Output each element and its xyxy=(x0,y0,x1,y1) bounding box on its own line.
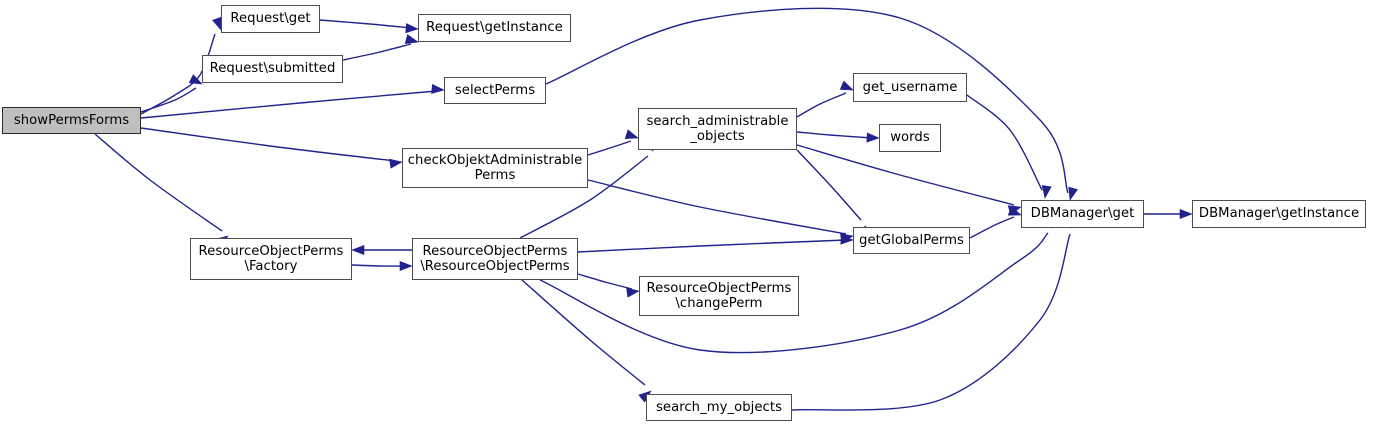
edge-resourceObjectPermsFactory-to-resourceObjectPermsResourceObjectPerms xyxy=(351,264,406,267)
node-label: showPermsForms xyxy=(13,112,130,128)
edge-getGlobalPerms-to-dbManagerGet xyxy=(969,216,1015,239)
arrowhead-resourceObjectPermsFactory-to-resourceObjectPermsResourceObjectPerms xyxy=(399,260,413,272)
arrowhead-searchAdministrableObjects-to-getUsername xyxy=(839,80,854,91)
edge-requestSubmitted-to-requestGetInstance xyxy=(342,43,412,61)
node-words[interactable]: words xyxy=(879,124,941,152)
node-resourceObjectPermsChangePerm[interactable]: ResourceObjectPerms \changePerm xyxy=(639,276,799,316)
node-label: words xyxy=(890,130,930,146)
arrowhead-showPermsForms-to-selectPerms xyxy=(431,83,445,94)
edge-resourceObjectPermsResourceObjectPerms-to-dbManagerGet xyxy=(539,232,1049,354)
edge-searchAdministrableObjects-to-getUsername xyxy=(796,92,847,118)
arrowhead-showPermsForms-to-requestSubmitted xyxy=(188,74,203,85)
edge-checkObjektAdministrablePerms-to-getGlobalPerms xyxy=(587,179,847,235)
edge-resourceObjectPermsResourceObjectPerms-to-resourceObjectPermsChangePerm xyxy=(577,273,633,290)
node-requestGet[interactable]: Request\get xyxy=(221,5,320,33)
node-dbManagerGetInstance[interactable]: DBManager\getInstance xyxy=(1192,200,1366,228)
node-getGlobalPerms[interactable]: getGlobalPerms xyxy=(853,227,970,254)
edge-showPermsForms-to-resourceObjectPermsFactory xyxy=(94,133,223,232)
node-selectPerms[interactable]: selectPerms xyxy=(444,77,546,104)
arrowhead-searchAdministrableObjects-to-words xyxy=(866,132,880,143)
node-label: Request\get xyxy=(230,11,311,27)
arrowhead-resourceObjectPermsResourceObjectPerms-to-resourceObjectPermsFactory xyxy=(351,244,365,256)
edge-searchMyObjects-to-dbManagerGet xyxy=(791,233,1071,411)
edge-requestGet-to-requestGetInstance xyxy=(319,19,412,29)
node-label: Request\getInstance xyxy=(426,20,563,36)
arrowhead-dbManagerGet-to-dbManagerGetInstance xyxy=(1179,208,1193,220)
arrowhead-selectPerms-to-dbManagerGet xyxy=(1068,186,1078,201)
node-checkObjektAdministrablePerms[interactable]: checkObjektAdministrable Perms xyxy=(402,148,588,188)
arrowhead-resourceObjectPermsResourceObjectPerms-to-getGlobalPerms xyxy=(840,234,854,245)
edge-showPermsForms-to-selectPerms xyxy=(140,90,438,119)
edge-resourceObjectPermsResourceObjectPerms-to-getGlobalPerms xyxy=(577,239,847,253)
arrowhead-getUsername-to-dbManagerGet xyxy=(1041,185,1052,199)
arrowhead-showPermsForms-to-requestGet xyxy=(212,16,222,31)
node-searchAdministrableObjects[interactable]: search_administrable _objects xyxy=(638,108,797,150)
node-label: search_my_objects xyxy=(655,399,782,415)
edge-layer xyxy=(94,7,1193,411)
edge-getUsername-to-dbManagerGet xyxy=(966,94,1043,191)
node-label: DBManager\getInstance xyxy=(1198,206,1360,222)
node-resourceObjectPermsFactory[interactable]: ResourceObjectPerms \Factory xyxy=(190,238,352,280)
arrowhead-requestGet-to-requestGetInstance xyxy=(405,23,419,34)
node-label: ResourceObjectPerms \changePerm xyxy=(646,280,792,312)
edge-checkObjektAdministrablePerms-to-searchAdministrableObjects xyxy=(587,140,632,156)
node-label: checkObjektAdministrable Perms xyxy=(407,152,583,184)
node-requestSubmitted[interactable]: Request\submitted xyxy=(202,55,343,83)
node-showPermsForms[interactable]: showPermsForms xyxy=(2,107,141,134)
node-searchMyObjects[interactable]: search_my_objects xyxy=(646,394,792,421)
node-label: get_username xyxy=(862,79,958,95)
node-label: selectPerms xyxy=(454,82,536,98)
edge-resourceObjectPermsResourceObjectPerms-to-searchAdministrableObjects xyxy=(519,155,649,239)
node-label: search_administrable _objects xyxy=(646,113,789,145)
edge-resourceObjectPermsResourceObjectPerms-to-searchMyObjects xyxy=(521,279,646,386)
node-dbManagerGet[interactable]: DBManager\get xyxy=(1021,200,1144,228)
node-requestGetInstance[interactable]: Request\getInstance xyxy=(418,14,571,42)
edge-searchAdministrableObjects-to-getGlobalPerms xyxy=(796,149,862,221)
edge-searchAdministrableObjects-to-dbManagerGet xyxy=(796,144,1015,206)
arrowhead-requestSubmitted-to-requestGetInstance xyxy=(404,34,419,44)
node-resourceObjectPermsResourceObjectPerms[interactable]: ResourceObjectPerms \ResourceObjectPerms xyxy=(412,238,578,280)
node-getUsername[interactable]: get_username xyxy=(853,73,967,102)
node-label: getGlobalPerms xyxy=(859,232,964,248)
node-label: ResourceObjectPerms \Factory xyxy=(198,243,344,275)
edge-selectPerms-to-dbManagerGet xyxy=(545,7,1069,194)
node-label: ResourceObjectPerms \ResourceObjectPerms xyxy=(420,243,570,275)
arrowhead-getGlobalPerms-to-dbManagerGet xyxy=(1007,206,1022,216)
edge-searchAdministrableObjects-to-words xyxy=(796,131,873,139)
node-label: Request\submitted xyxy=(209,61,336,77)
edge-showPermsForms-to-checkObjektAdministrablePerms xyxy=(140,127,396,162)
arrowhead-checkObjektAdministrablePerms-to-searchAdministrableObjects xyxy=(624,129,639,140)
edge-showPermsForms-to-requestGet xyxy=(140,33,216,115)
arrowhead-resourceObjectPermsResourceObjectPerms-to-resourceObjectPermsChangePerm xyxy=(626,287,640,298)
edge-showPermsForms-to-requestSubmitted xyxy=(140,87,197,113)
node-label: DBManager\get xyxy=(1030,206,1135,222)
arrowhead-showPermsForms-to-checkObjektAdministrablePerms xyxy=(389,158,403,169)
